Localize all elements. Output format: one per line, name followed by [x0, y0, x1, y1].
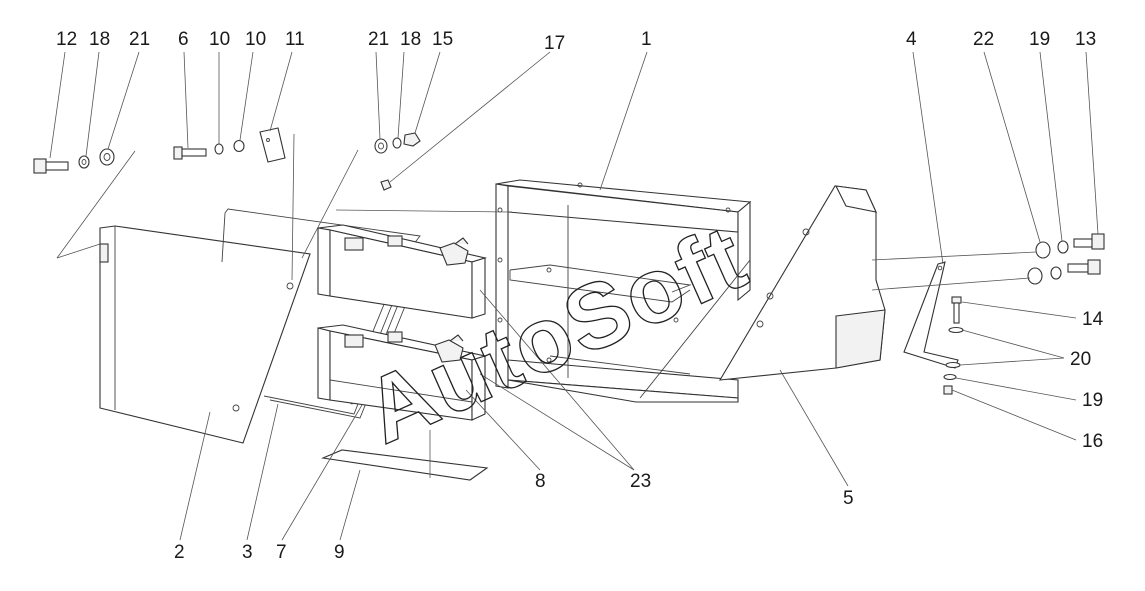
- plate-11: [259, 127, 286, 163]
- nut-16: [943, 385, 953, 395]
- callout-12: 12: [56, 29, 77, 50]
- washer-18-mid: [392, 137, 402, 149]
- callout-13: 13: [1075, 29, 1096, 50]
- callout-18: 18: [400, 29, 421, 50]
- callout-2: 2: [174, 542, 185, 563]
- battery-lower: [317, 324, 488, 421]
- washer-21-mid: [374, 138, 388, 154]
- washer-10-a: [214, 143, 224, 155]
- callout-20: 20: [1070, 349, 1091, 370]
- retaining-frame: [221, 208, 423, 419]
- callout-9: 9: [334, 542, 345, 563]
- nut-17: [380, 179, 392, 191]
- callout-15: 15: [432, 29, 453, 50]
- mounting-bracket: [903, 261, 959, 369]
- bolt-6: [173, 146, 207, 160]
- washer-19-right: [943, 373, 957, 381]
- callout-11: 11: [285, 29, 305, 50]
- callout-10: 10: [245, 29, 266, 50]
- callout-5: 5: [843, 488, 854, 509]
- washer-20-b: [945, 361, 961, 369]
- washer-19-lower: [1050, 266, 1062, 280]
- leader-lines: [49, 51, 1099, 541]
- callout-3: 3: [242, 542, 253, 563]
- callout-22: 22: [973, 29, 994, 50]
- washer-21-left: [99, 148, 115, 166]
- callout-6: 6: [178, 29, 189, 50]
- callout-17: 17: [544, 33, 565, 54]
- battery-upper: [317, 224, 488, 319]
- washer-10-b: [233, 139, 245, 153]
- bolt-13-upper: [1073, 233, 1105, 250]
- callout-8: 8: [535, 471, 546, 492]
- bolt-12: [33, 158, 69, 174]
- callout-19: 19: [1082, 390, 1103, 411]
- callout-16: 16: [1082, 431, 1103, 452]
- callout-1: 1: [641, 29, 652, 50]
- callout-18: 18: [89, 29, 110, 50]
- callout-19: 19: [1029, 29, 1050, 50]
- callout-21: 21: [129, 29, 150, 50]
- callout-4: 4: [906, 29, 917, 50]
- washer-20-a: [948, 326, 964, 334]
- cover-plate: [99, 225, 311, 444]
- battery-box: [495, 179, 752, 403]
- nut-15: [403, 132, 421, 147]
- callout-14: 14: [1082, 309, 1104, 330]
- washer-18-left: [78, 155, 90, 169]
- callout-23: 23: [630, 471, 651, 492]
- bolt-14: [951, 296, 962, 324]
- washer-22-lower: [1027, 267, 1043, 285]
- washer-22-upper: [1035, 241, 1051, 259]
- callout-21: 21: [368, 29, 389, 50]
- bolt-13-lower: [1067, 259, 1101, 275]
- battery-mat: [320, 449, 489, 481]
- callout-numbers: 12 18 21 6 10 10 11 21 18 15 17 1 4 22 1…: [56, 29, 1104, 563]
- callout-7: 7: [276, 542, 287, 563]
- washer-19-upper: [1057, 240, 1069, 254]
- callout-10: 10: [209, 29, 230, 50]
- side-cover: [718, 185, 886, 381]
